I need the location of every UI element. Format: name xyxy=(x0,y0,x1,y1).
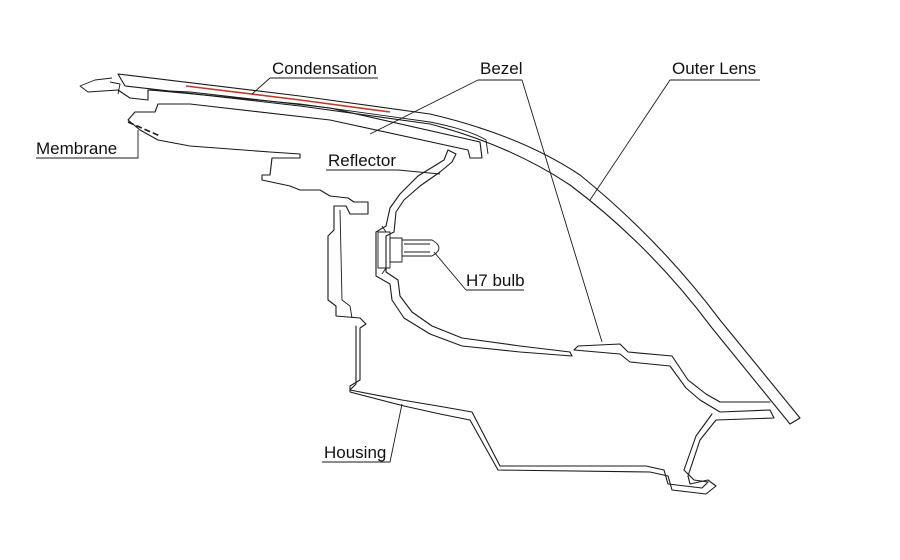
label-membrane: Membrane xyxy=(36,139,117,158)
label-housing: Housing xyxy=(324,443,386,462)
leader-reflector xyxy=(326,169,441,175)
label-reflector: Reflector xyxy=(328,151,396,170)
label-condensation: Condensation xyxy=(272,59,377,78)
leader-membrane xyxy=(36,130,139,159)
reflector-shape xyxy=(375,149,573,357)
leader-h7-bulb xyxy=(433,251,524,291)
label-bezel: Bezel xyxy=(480,59,523,78)
leader-housing xyxy=(322,403,403,463)
leader-bezel xyxy=(369,79,603,343)
housing-shape xyxy=(339,209,713,489)
bezel-shape xyxy=(149,89,489,155)
leader-outer-lens xyxy=(589,79,760,201)
label-h7-bulb: H7 bulb xyxy=(466,271,525,290)
label-outer-lens: Outer Lens xyxy=(672,59,756,78)
condensation-highlight xyxy=(185,85,391,113)
leader-condensation xyxy=(251,77,378,95)
outer-lens-shape xyxy=(79,73,801,425)
upper-housing-flange xyxy=(109,81,775,495)
membrane-mark xyxy=(127,121,161,137)
h7-bulb-shape xyxy=(377,225,440,275)
leader-lines xyxy=(36,77,760,463)
